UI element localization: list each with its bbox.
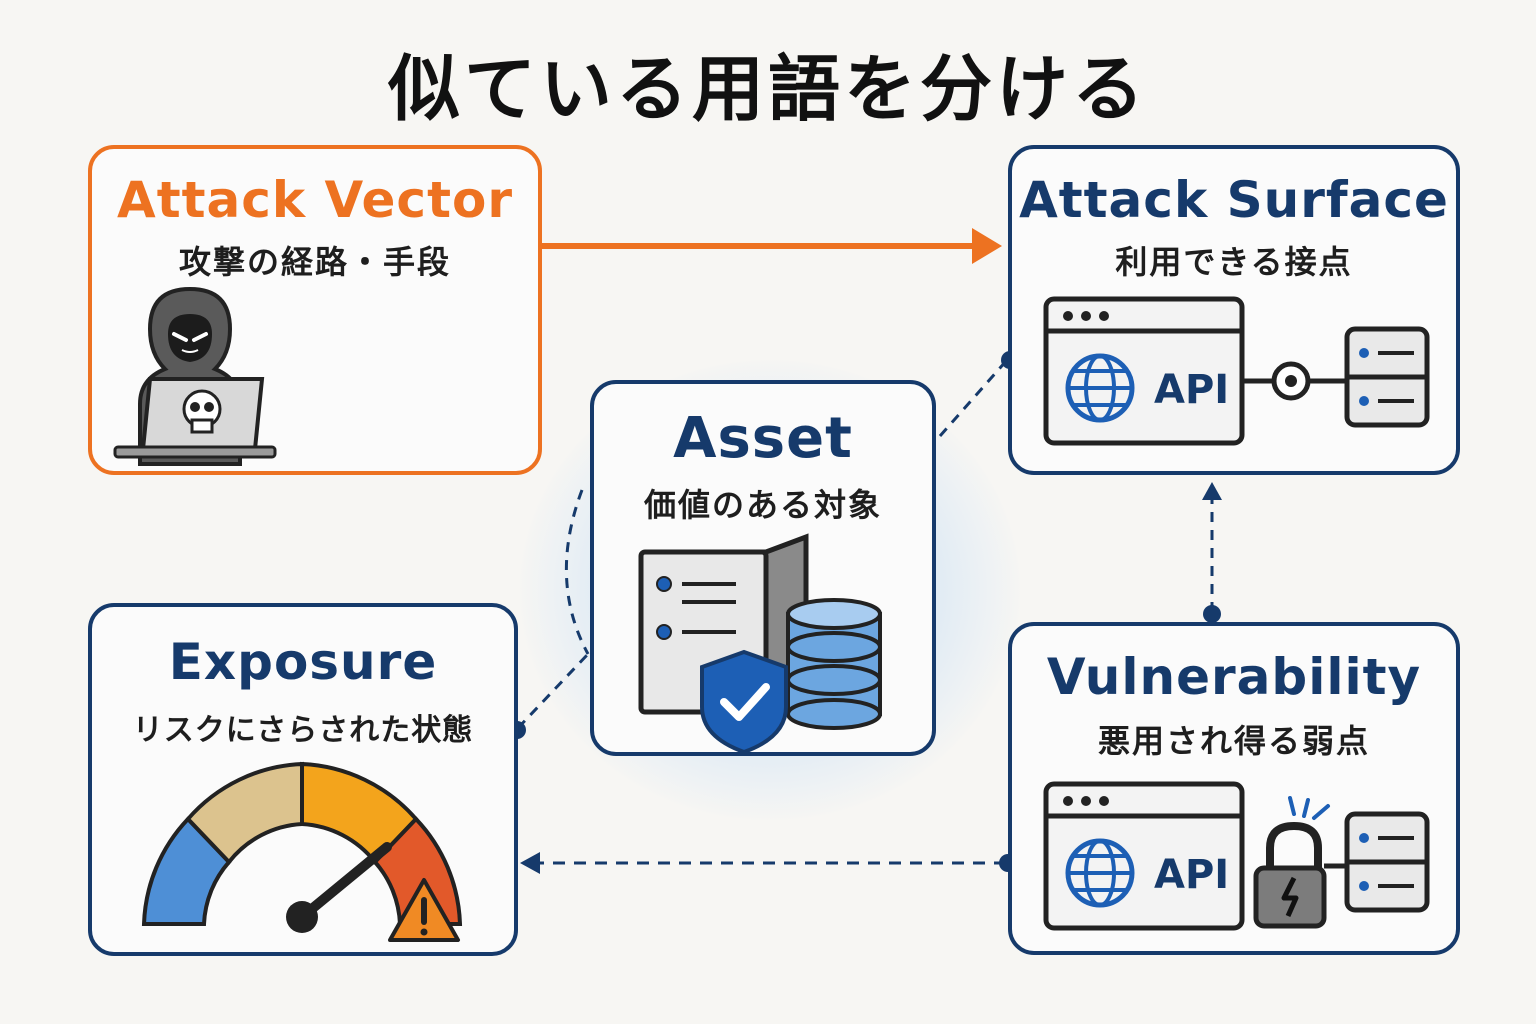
vulnerability-title: Vulnerability — [1046, 648, 1422, 706]
exposure-subtitle: リスクにさらされた状態 — [132, 713, 474, 748]
exposure-card: Exposure リスクにさらされた状態 — [88, 603, 518, 956]
attack-surface-subtitle: 利用できる接点 — [1115, 243, 1353, 281]
attack-vector-subtitle: 攻撃の経路・手段 — [178, 243, 451, 281]
api-server-icon: API — [1043, 296, 1430, 446]
database-icon — [786, 598, 882, 730]
server-icon — [1344, 811, 1430, 913]
vulnerability-card: Vulnerability 悪用され得る弱点 API — [1008, 622, 1460, 955]
exposure-to-asset-connector — [508, 489, 590, 739]
vulnerability-api-label: API — [1154, 852, 1229, 898]
api-lock-icon: API — [1043, 781, 1430, 931]
shield-check-icon — [700, 649, 788, 755]
page-title: 似ている用語を分ける — [387, 47, 1148, 131]
asset-subtitle: 価値のある対象 — [643, 486, 882, 524]
globe-icon — [1065, 353, 1135, 423]
vulnerability-to-exposure-connector — [520, 852, 1017, 874]
attack-vector-title: Attack Vector — [117, 171, 513, 229]
attack-surface-title: Attack Surface — [1019, 171, 1449, 229]
globe-icon — [1065, 838, 1135, 908]
server-database-shield-icon — [638, 533, 882, 755]
attack-surface-api-label: API — [1154, 367, 1229, 413]
hacker-laptop-icon — [113, 286, 277, 466]
vector-to-surface-arrow — [542, 228, 1002, 264]
server-icon — [1344, 326, 1430, 428]
asset-card: Asset 価値のある対象 — [590, 380, 936, 756]
broken-lock-icon — [1253, 796, 1330, 929]
attack-surface-card: Attack Surface 利用できる接点 API — [1008, 145, 1460, 475]
vulnerability-subtitle: 悪用され得る弱点 — [1097, 722, 1370, 760]
exposure-title: Exposure — [168, 633, 438, 691]
asset-title: Asset — [673, 406, 853, 471]
risk-gauge-icon — [141, 761, 463, 942]
warning-icon — [388, 878, 460, 942]
attack-vector-card: Attack Vector 攻撃の経路・手段 — [88, 145, 542, 475]
vulnerability-to-surface-connector — [1202, 482, 1222, 623]
